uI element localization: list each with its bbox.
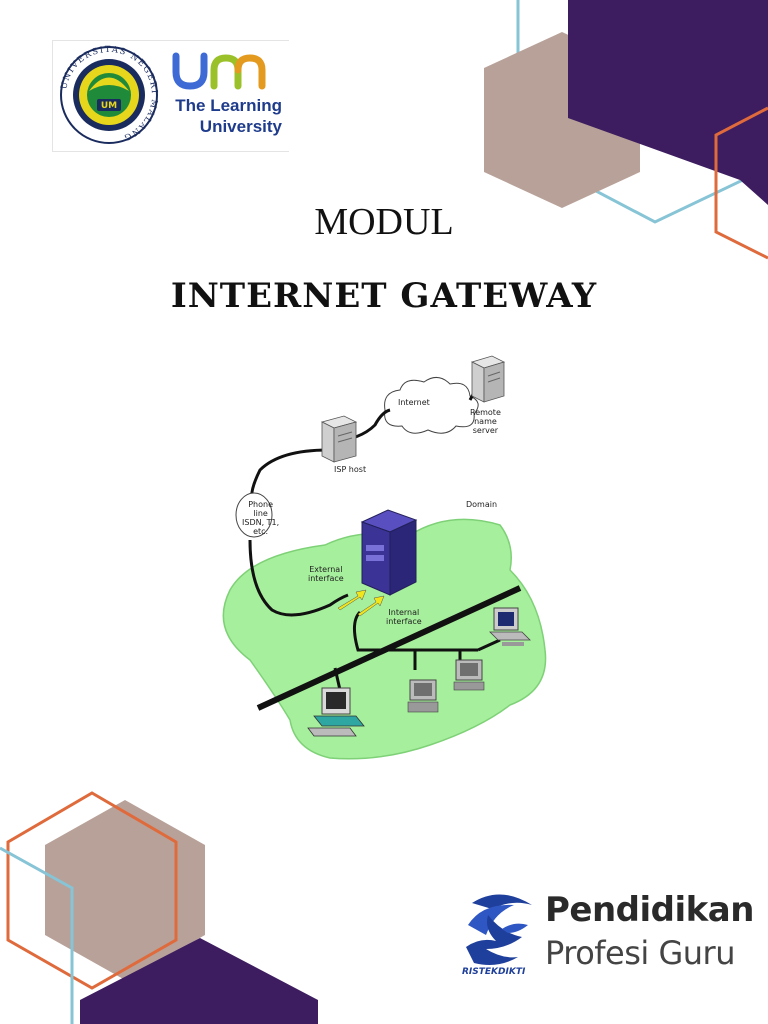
domain-label: Domain	[466, 500, 498, 509]
um-brand-mark-icon	[172, 52, 266, 90]
ristekdikti-label: RISTEKDIKTI	[462, 967, 526, 977]
internet-label: Internet	[398, 398, 430, 407]
internal-interface-arrow-icon	[357, 595, 385, 617]
university-seal-icon: UM UNIVERSITAS NEGERI MALANG	[59, 45, 158, 144]
workstation-mid-icon	[453, 659, 485, 691]
tagline-line2: University	[199, 117, 282, 136]
external-interface-label: External interface	[308, 565, 344, 583]
workstation-left-icon	[307, 687, 365, 737]
internet-cloud-icon	[384, 377, 479, 434]
tagline-line1: The Learning	[175, 96, 282, 115]
phone-line-label: Phone line ISDN, T1, etc.	[242, 500, 280, 536]
remote-name-server-label: Remote name server	[470, 408, 501, 435]
isp-host-server-icon	[320, 415, 358, 463]
gateway-router-icon	[360, 509, 418, 596]
program-name-line1: Pendidikan	[545, 890, 754, 930]
document-type-title: MODUL	[314, 201, 454, 243]
internal-interface-label: Internal interface	[386, 608, 422, 626]
program-name-line2: Profesi Guru	[545, 934, 735, 972]
external-interface-arrow-icon	[337, 589, 367, 611]
seal-initials: UM	[101, 101, 117, 111]
document-main-title: INTERNET GATEWAY	[170, 276, 598, 316]
ristekdikti-logo-icon	[466, 894, 532, 965]
decorative-hexagons-top	[484, 0, 768, 260]
workstation-top-right-icon	[489, 607, 531, 646]
workstation-center-icon	[407, 679, 439, 713]
remote-name-server-icon	[470, 355, 506, 403]
internet-gateway-diagram	[222, 355, 547, 760]
isp-host-label: ISP host	[334, 465, 367, 474]
